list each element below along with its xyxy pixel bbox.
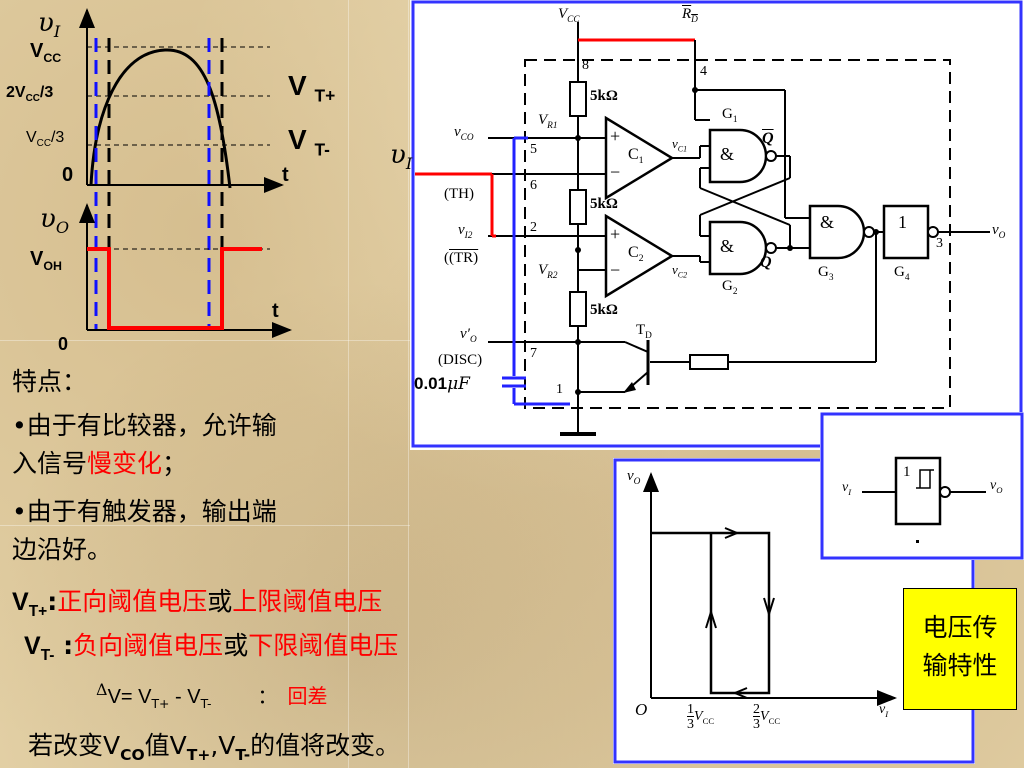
vt-minus-definition: VT- :负向阈值电压或下限阈值电压 (24, 631, 399, 664)
g1-symbol: & (720, 144, 735, 164)
g2-symbol: & (720, 236, 735, 256)
gate-g2 (708, 220, 768, 276)
hysteresis-icon (916, 469, 934, 489)
zero-bottom-label: 0 (58, 334, 69, 354)
zero-top-label: 0 (62, 164, 74, 186)
pin-4: 4 (700, 64, 707, 79)
g1-label: G1 (722, 106, 738, 125)
circuit-panel: VCC RD 8 4 5kΩ 5kΩ 5kΩ VR1 VR2 vCO 5 υI … (390, 0, 1024, 450)
pin-8: 8 (582, 58, 589, 73)
transfer-origin: O (635, 700, 648, 719)
pin-3: 3 (936, 236, 943, 251)
c1-plus: + (610, 126, 621, 146)
vi-input-label: υI (390, 140, 413, 174)
last-line: 若改变VCO值VT+,VT-的值将改变。 (28, 731, 401, 764)
vcc-top-label: VCC (558, 6, 580, 25)
resistor-3-label: 5kΩ (590, 302, 618, 318)
g4-label: G4 (894, 264, 910, 283)
c2-label: C2 (628, 244, 644, 265)
vt-plus-definition: VT+:正向阈值电压或上限阈值电压 (12, 587, 383, 620)
c1-label: C1 (628, 146, 644, 167)
pin-5: 5 (530, 142, 537, 157)
vr2-label: VR2 (538, 262, 558, 281)
rd-label: RD (682, 6, 698, 25)
pin-7: 7 (530, 346, 537, 361)
disc-label: (DISC) (438, 352, 483, 368)
voltage-transfer-badge: 电压传 输特性 (903, 588, 1017, 710)
transfer-vi-label: vI (879, 702, 889, 719)
g4-symbol: 1 (898, 212, 907, 232)
chip-outline (524, 59, 951, 409)
tr-label: ((TR) (444, 250, 479, 266)
c2-minus: − (610, 260, 621, 280)
g3-symbol: & (820, 212, 835, 232)
resistor-1-label: 5kΩ (590, 88, 618, 104)
vi2-label: vI2 (458, 222, 473, 241)
vi-axis-label: υI (38, 8, 61, 42)
two-thirds-label: 2VCC/3 (6, 84, 54, 105)
comparator-c1 (604, 115, 675, 201)
qbar-label: Q (762, 130, 774, 147)
c1-minus: − (610, 162, 621, 182)
vr1-label: VR1 (538, 112, 558, 131)
vc2-label: vC2 (672, 262, 688, 280)
bullet-1-line-b: 入信号慢变化； (12, 449, 188, 478)
output-waveform (87, 247, 262, 330)
pin-6: 6 (530, 178, 537, 193)
pin-2: 2 (530, 220, 537, 235)
q-label: Q (760, 254, 772, 271)
pin-1: 1 (556, 382, 563, 397)
gate-g4 (882, 204, 930, 260)
base-resistor (689, 354, 729, 370)
g3-label: G3 (818, 264, 834, 283)
voh-label: VOH (30, 248, 62, 273)
resistor-2 (569, 189, 587, 225)
schmitt-gate (894, 456, 942, 526)
hysteresis-formula: ΔV= VT+ - VT-：回差 (96, 680, 328, 711)
g2-label: G2 (722, 278, 738, 297)
bullet-1-line-a: •由于有比较器，允许输 (12, 411, 277, 440)
disc-v-label: v′O (460, 326, 477, 345)
transfer-vo-label: vO (627, 468, 641, 487)
schmitt-symbol-panel: 1 vI vO (820, 412, 1024, 560)
resistor-3 (569, 291, 587, 327)
bullet-2-line-b: 边沿好。 (12, 535, 113, 564)
bullet-2-line-a: •由于有触发器，输出端 (12, 497, 277, 526)
badge-line-1: 电压传 (922, 613, 998, 642)
input-curve (89, 48, 232, 189)
capacitor-label: 0.01μF (414, 374, 470, 394)
gate-g1 (708, 128, 768, 184)
schmitt-vo-label: vO (990, 478, 1003, 495)
badge-line-2: 输特性 (922, 651, 998, 680)
td-label: TD (636, 322, 652, 341)
c2-plus: + (610, 224, 621, 244)
vcc-label: VCC (30, 40, 62, 65)
vt-plus-label: V T+ (288, 70, 336, 106)
vo-axis-label: υO (40, 204, 70, 238)
gate-g3 (808, 204, 866, 260)
comparator-c2 (604, 213, 675, 299)
t-bottom-label: t (272, 300, 279, 322)
schmitt-vi-label: vI (842, 480, 852, 497)
resistor-1 (569, 81, 587, 117)
t-top-label: t (282, 164, 289, 186)
vc1-label: vC1 (672, 136, 688, 154)
vco-label: vCO (454, 124, 474, 143)
resistor-2-label: 5kΩ (590, 196, 618, 212)
vt-minus-label: V T- (288, 124, 330, 160)
waveform-diagram (79, 8, 292, 338)
vo-output-label: vO (992, 222, 1006, 241)
one-third-label: VCC/3 (26, 129, 65, 150)
features-title: 特点： (12, 367, 88, 396)
th-label: (TH) (444, 186, 474, 202)
schmitt-one: 1 (903, 464, 911, 480)
